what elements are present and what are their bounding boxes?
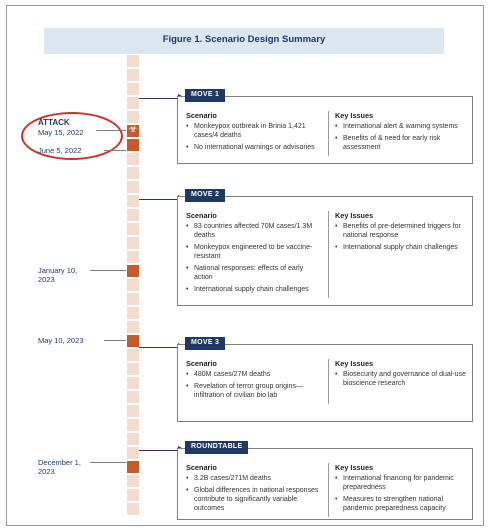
scenario-item: National responses: effects of early act… (186, 265, 322, 283)
scenario-header: Scenario (186, 463, 217, 472)
timeline-segment (127, 195, 139, 207)
scenario-item: Revelation of terror group origins—infil… (186, 383, 322, 401)
attack-highlight-oval (21, 112, 123, 160)
date-may-2023: May 10, 2023 (38, 336, 84, 345)
issue-item: Benefits of & need for early risk assess… (335, 135, 466, 153)
timeline-segment (127, 447, 139, 459)
issues-column: Key Issues Benefits of pre-determined tr… (328, 211, 466, 298)
timeline-segment (127, 97, 139, 109)
timeline-segment (127, 209, 139, 221)
move-1-box: Scenario Monkeypox outbreak in Brinia 1,… (177, 96, 473, 164)
issues-column: Key Issues Biosecurity and governance of… (328, 359, 466, 404)
timeline-segment (127, 321, 139, 333)
roundtable-box: Scenario 3.2B cases/271M deaths Global d… (177, 448, 473, 520)
scenario-header: Scenario (186, 359, 217, 368)
timeline-segment (127, 69, 139, 81)
link-move2 (139, 199, 185, 200)
timeline-segment (127, 153, 139, 165)
timeline-segment (127, 279, 139, 291)
timeline-segment (127, 167, 139, 179)
timeline-segment (127, 55, 139, 67)
connector-may (104, 340, 126, 341)
timeline-segment (127, 307, 139, 319)
issue-item: International financing for pandemic pre… (335, 475, 466, 493)
date-dec-2023: December 1, 2023 (38, 458, 81, 477)
move-2-tag: MOVE 2 (185, 189, 226, 202)
timeline-segment (127, 405, 139, 417)
timeline-segment (127, 293, 139, 305)
timeline-segment (127, 377, 139, 389)
issue-item: Biosecurity and governance of dual-use b… (335, 371, 466, 389)
link-move3 (139, 347, 185, 348)
scenario-item: No international warnings or advisories (186, 144, 322, 153)
timeline-segment (127, 475, 139, 487)
issues-header: Key Issues (335, 463, 374, 472)
timeline-segment (127, 489, 139, 501)
timeline-segment (127, 181, 139, 193)
issue-item: Benefits of pre-determined triggers for … (335, 223, 466, 241)
move-3-box: Scenario 480M cases/27M deaths Revelatio… (177, 344, 473, 422)
date-june-2022: June 5, 2022 (38, 146, 82, 155)
timeline-segment (127, 391, 139, 403)
scenario-item: International supply chain challenges (186, 286, 322, 295)
timeline-segment-event (127, 461, 139, 473)
scenario-header: Scenario (186, 111, 217, 120)
date-jan-2023: January 10, 2023 (38, 266, 78, 285)
issue-item: International supply chain challenges (335, 244, 466, 253)
issues-column: Key Issues International alert & warning… (328, 111, 466, 156)
issues-header: Key Issues (335, 211, 374, 220)
title-band (44, 28, 444, 54)
scenario-item: Monkeypox engineered to be vaccine-resis… (186, 244, 322, 262)
timeline-segment (127, 419, 139, 431)
scenario-column: Scenario Monkeypox outbreak in Brinia 1,… (186, 111, 328, 156)
attack-label: ATTACK (38, 118, 70, 127)
issues-header: Key Issues (335, 111, 374, 120)
link-roundtable (139, 450, 185, 451)
timeline-segment (127, 223, 139, 235)
link-move1 (139, 98, 185, 99)
timeline-segment (127, 237, 139, 249)
connector-jan (90, 270, 126, 271)
move-1-tag: MOVE 1 (185, 89, 226, 102)
issue-item: International alert & warning systems (335, 123, 466, 132)
scenario-column: Scenario 3.2B cases/271M deaths Global d… (186, 463, 328, 517)
attack-date: May 15, 2022 (38, 128, 84, 137)
scenario-column: Scenario 83 countries affected 70M cases… (186, 211, 328, 298)
timeline-segment-event (127, 335, 139, 347)
scenario-item: 3.2B cases/271M deaths (186, 475, 322, 484)
timeline-segment (127, 503, 139, 515)
scenario-header: Scenario (186, 211, 217, 220)
timeline-segment (127, 349, 139, 361)
timeline-bar: ☣ (127, 55, 139, 531)
scenario-item: Monkeypox outbreak in Brinia 1,421 cases… (186, 123, 322, 141)
move-3-tag: MOVE 3 (185, 337, 226, 350)
connector-june (104, 150, 126, 151)
connector-attack (96, 130, 126, 131)
timeline-segment (127, 433, 139, 445)
timeline-segment (127, 83, 139, 95)
issues-header: Key Issues (335, 359, 374, 368)
timeline-segment-attack: ☣ (127, 124, 139, 137)
scenario-item: 480M cases/27M deaths (186, 371, 322, 380)
timeline-segment (127, 363, 139, 375)
timeline-segment-event (127, 265, 139, 277)
timeline-segment-event (127, 139, 139, 151)
issue-item: Measures to strengthen national pandemic… (335, 496, 466, 514)
figure-title: Figure 1. Scenario Design Summary (162, 34, 326, 45)
connector-dec (90, 462, 126, 463)
move-2-box: Scenario 83 countries affected 70M cases… (177, 196, 473, 306)
timeline-segment (127, 111, 139, 123)
scenario-column: Scenario 480M cases/27M deaths Revelatio… (186, 359, 328, 404)
issues-column: Key Issues International financing for p… (328, 463, 466, 517)
scenario-item: Global differences in national responses… (186, 487, 322, 514)
timeline-segment (127, 251, 139, 263)
biohazard-icon: ☣ (128, 124, 138, 135)
scenario-item: 83 countries affected 70M cases/1.3M dea… (186, 223, 322, 241)
roundtable-tag: ROUNDTABLE (185, 441, 249, 454)
